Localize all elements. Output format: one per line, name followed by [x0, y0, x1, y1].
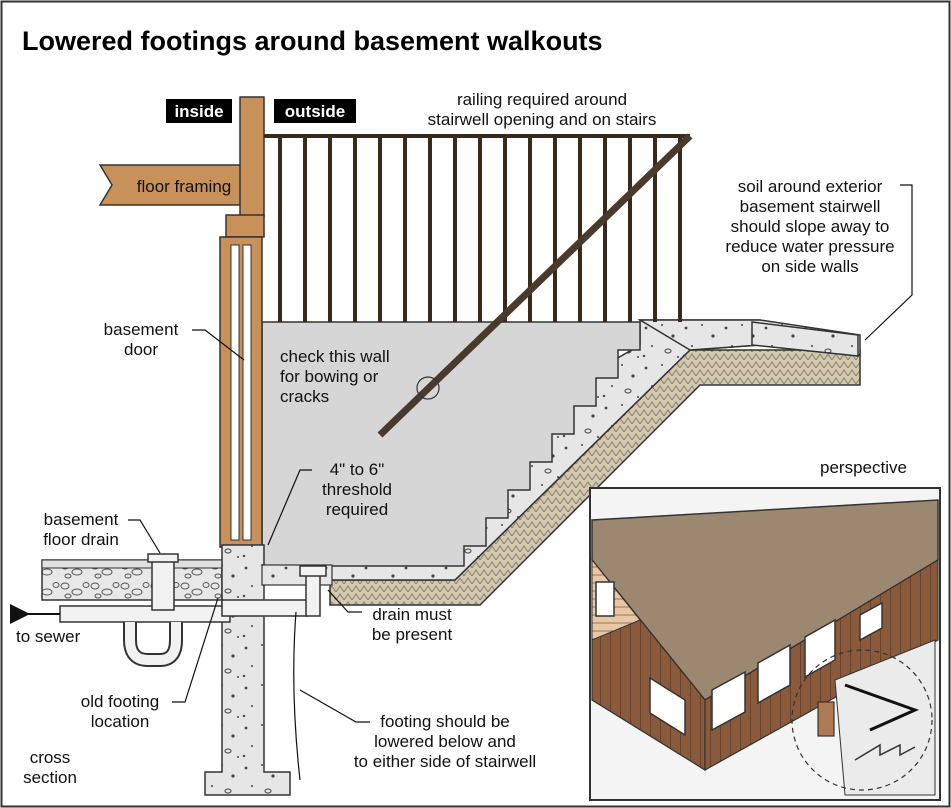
floor-drain-label-2: floor drain — [43, 530, 119, 549]
floor-drain-label-1: basement — [44, 510, 119, 529]
old-footing-label-1: old footing — [81, 692, 159, 711]
header-block — [225, 214, 265, 238]
wall-stud — [239, 96, 265, 218]
door-leader — [192, 329, 245, 361]
soil-label-5: on side walls — [761, 257, 858, 276]
soil-leader — [864, 184, 913, 341]
footing-lowered-label-1: footing should be — [380, 712, 510, 731]
check-wall-label-1: check this wall — [280, 347, 390, 366]
old-footing-label-2: location — [91, 712, 150, 731]
cross-section-label-1: cross — [30, 748, 71, 767]
check-wall-label-2: for bowing or — [280, 367, 379, 386]
door-label-1: basement — [104, 320, 179, 339]
railing-label-1: railing required around — [457, 90, 627, 109]
door-label-2: door — [124, 340, 158, 359]
threshold-label-1: 4" to 6" — [330, 460, 385, 479]
front-window-4 — [859, 601, 883, 642]
wall-check-circle — [416, 376, 440, 400]
drain-present-label-1: drain must — [372, 605, 452, 624]
threshold-label-2: threshold — [322, 480, 392, 499]
soil-label-4: reduce water pressure — [725, 237, 894, 256]
front-window-1 — [711, 670, 746, 732]
floor-framing-beam — [98, 164, 251, 206]
perspective-railing — [844, 683, 920, 732]
threshold-leader — [267, 469, 312, 546]
grade-slab-edge — [751, 321, 859, 357]
to-sewer-label: to sewer — [16, 627, 81, 646]
old-footing-leader — [172, 597, 219, 703]
footing-lowered-label-2: lowered below and — [374, 732, 516, 751]
perspective-label: perspective — [820, 458, 907, 477]
perspective-stairs — [854, 743, 916, 761]
footing-lowered-label-3: to either side of stairwell — [354, 752, 536, 771]
inside-tag-bg — [166, 99, 232, 123]
railing-label-2: stairwell opening and on stairs — [428, 110, 657, 129]
front-window-2 — [757, 643, 791, 705]
soil-label-3: should slope away to — [731, 217, 890, 236]
stairwell-wall — [261, 321, 641, 567]
floor-drain-leader — [128, 519, 161, 554]
left-window — [649, 676, 686, 737]
gable-siding — [591, 558, 641, 641]
inside-tag: inside — [174, 102, 223, 121]
outside-tag: outside — [285, 102, 345, 121]
drain-pipes — [59, 553, 327, 667]
lowered-depth-line — [293, 611, 301, 781]
threshold-label-3: required — [326, 500, 388, 519]
floor-framing-label: floor framing — [137, 177, 231, 196]
drain-present-leader — [327, 589, 362, 613]
cross-section-label-2: section — [23, 768, 77, 787]
soil-label-1: soil around exterior — [738, 177, 883, 196]
front-window-3 — [804, 618, 836, 679]
outside-tag-bg — [274, 99, 356, 123]
door-glass-right — [242, 244, 252, 541]
check-wall-label-3: cracks — [280, 387, 329, 406]
gable-window — [595, 581, 615, 617]
perspective-door — [817, 701, 835, 737]
railing — [262, 133, 693, 438]
soil-label-2: basement stairwell — [740, 197, 881, 216]
basement-door — [219, 236, 263, 548]
diagram-title: Lowered footings around basement walkout… — [22, 26, 603, 56]
footing-lowered-leader — [299, 689, 370, 723]
slab-top — [41, 559, 223, 569]
highlight-circle — [791, 649, 933, 791]
door-glass-left — [230, 244, 240, 541]
perspective-inset — [589, 487, 941, 801]
drain-present-label-2: be present — [372, 625, 453, 644]
